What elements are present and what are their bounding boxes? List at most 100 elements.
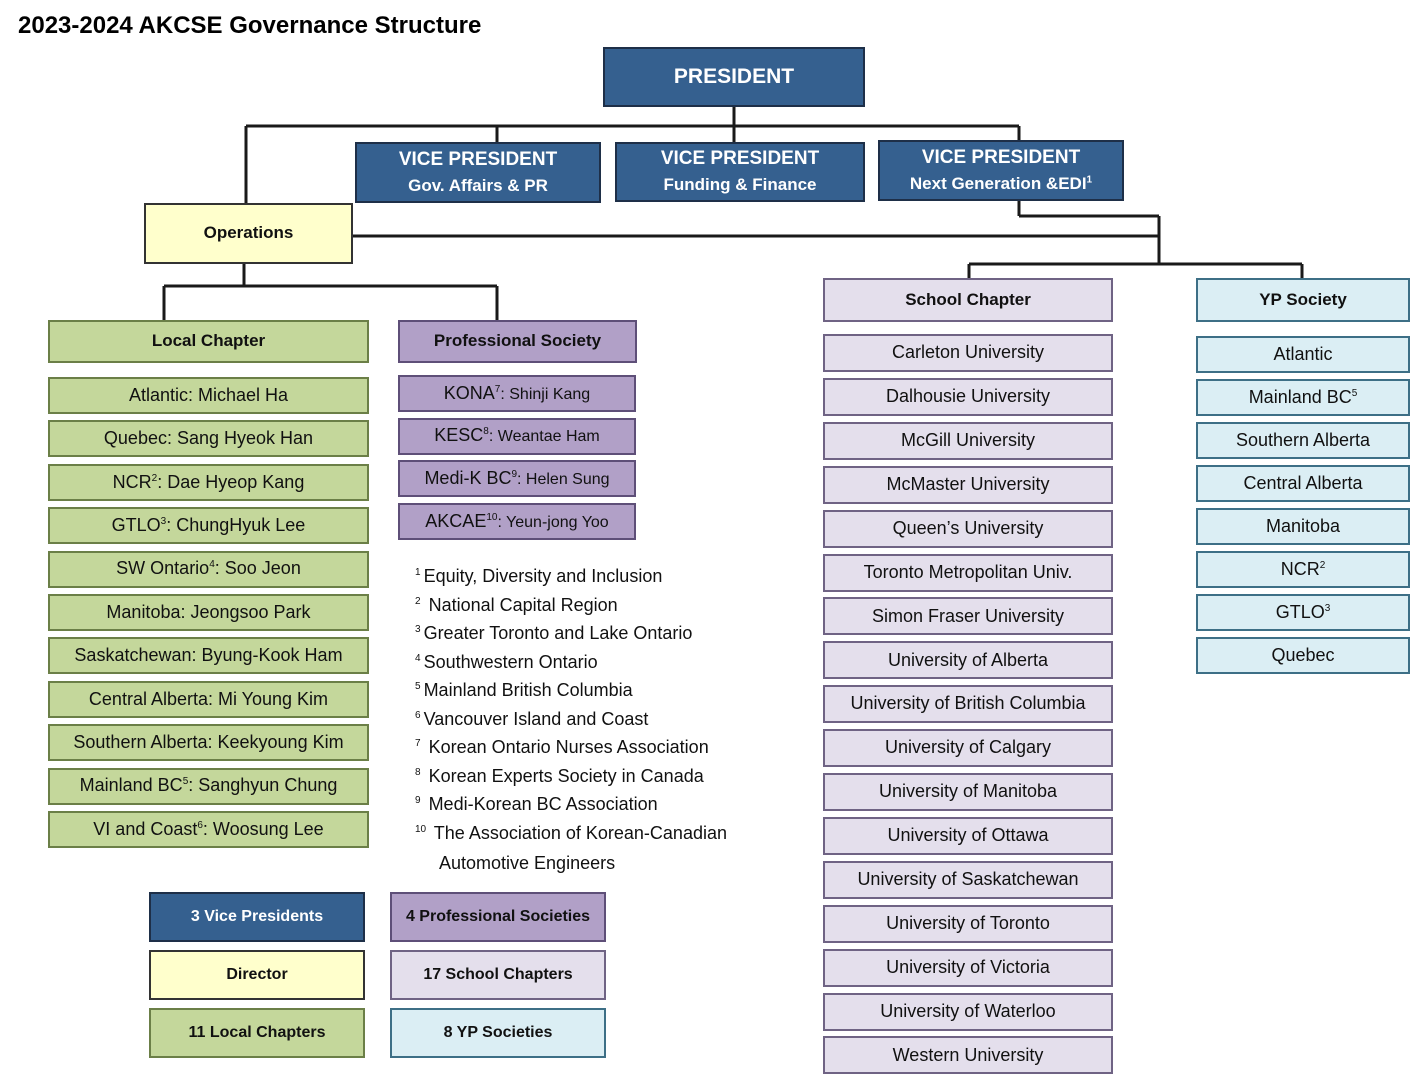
legend-item: 3 Vice Presidents (149, 892, 365, 942)
vp-title: VICE PRESIDENT (921, 146, 1081, 168)
school-chapter-item: University of Saskatchewan (823, 860, 1113, 899)
vp-gov-affairs-box: VICE PRESIDENT Gov. Affairs & PR (355, 142, 601, 203)
yp-society-name: Manitoba (1265, 515, 1341, 536)
society-name: KESC (434, 425, 484, 446)
chapter-name: VI and Coast (93, 818, 198, 839)
school-chapter-item: University of Ottawa (823, 816, 1113, 855)
legend-label: 3 Vice Presidents (190, 908, 324, 926)
legend-item: 8 YP Societies (390, 1008, 606, 1058)
vp-next-generation-box: VICE PRESIDENT Next Generation &EDI1 (878, 140, 1124, 201)
local-chapter-item: Saskatchewan: Byung-Kook Ham (48, 637, 369, 675)
chapter-name: Atlantic: Michael Ha (128, 384, 289, 405)
society-rep: : Weantae Ham (488, 428, 600, 446)
local-chapter-text: Quebec: Sang Hyeok Han (104, 428, 313, 450)
footnote-text: The Association of Korean-Canadian (429, 822, 727, 843)
professional-society-text: Medi-K BC9: Helen Sung (424, 468, 609, 490)
local-chapter-item: Mainland BC5: Sanghyun Chung (48, 767, 369, 805)
professional-society-title: Professional Society (433, 331, 602, 351)
school-name: University of Victoria (886, 956, 1050, 977)
local-chapter-item: Manitoba: Jeongsoo Park (48, 594, 369, 631)
footnote-ref: 10 (486, 511, 498, 523)
school-name: Simon Fraser University (871, 605, 1065, 626)
footnote-text: Korean Ontario Nurses Association (423, 737, 709, 757)
legend-label: 11 Local Chapters (188, 1024, 326, 1042)
school-name: University of Toronto (886, 912, 1050, 933)
school-name: Dalhousie University (885, 386, 1051, 407)
yp-society-header: YP Society (1196, 278, 1410, 322)
footnote-number: 5 (415, 681, 421, 692)
school-chapter-title: School Chapter (905, 289, 1031, 309)
society-name: KONA (443, 382, 495, 403)
professional-society-item: AKCAE10: Yeun-jong Yoo (398, 503, 636, 541)
vp-title: VICE PRESIDENT (660, 148, 820, 170)
local-chapter-item: VI and Coast6: Woosung Lee (48, 811, 369, 848)
school-name: University of Calgary (884, 737, 1052, 758)
local-chapter-item: GTLO3: ChungHyuk Lee (48, 507, 369, 545)
yp-society-text: Quebec (1271, 645, 1334, 667)
local-chapter-item: Central Alberta: Mi Young Kim (48, 680, 369, 718)
footnote-text: Mainland British Columbia (423, 680, 633, 700)
footnote-text: Equity, Diversity and Inclusion (423, 566, 663, 586)
professional-society-item: KESC8: Weantae Ham (398, 417, 636, 455)
vp-funding-box: VICE PRESIDENT Funding & Finance (615, 142, 865, 202)
school-chapter-item: University of British Columbia (823, 685, 1113, 724)
school-name: University of Manitoba (878, 781, 1058, 802)
professional-society-header: Professional Society (398, 320, 637, 363)
local-chapter-text: GTLO3: ChungHyuk Lee (112, 515, 306, 537)
school-name: McGill University (900, 430, 1035, 450)
professional-society-text: KESC8: Weantae Ham (434, 425, 599, 447)
school-chapter-item: Carleton University (823, 334, 1113, 372)
school-name: Carleton University (891, 342, 1045, 363)
yp-society-name: Mainland BC (1248, 386, 1352, 407)
yp-society-name: Central Alberta (1243, 472, 1363, 493)
yp-society-name: GTLO (1275, 601, 1325, 622)
local-chapter-text: Manitoba: Jeongsoo Park (106, 602, 310, 624)
local-chapter-text: VI and Coast6: Woosung Lee (93, 819, 323, 841)
local-chapter-text: Mainland BC5: Sanghyun Chung (80, 775, 338, 797)
society-rep: : Yeun-jong Yoo (497, 513, 609, 531)
school-name: University of Saskatchewan (857, 869, 1079, 889)
footnote-ref: 4 (209, 559, 215, 571)
chapter-name: Quebec: Sang Hyeok Han (103, 428, 314, 449)
footnote-ref: 5 (1351, 387, 1358, 399)
footnote-ref: 9 (511, 469, 518, 481)
local-chapter-item: NCR2: Dae Hyeop Kang (48, 463, 369, 501)
yp-society-title: YP Society (1259, 289, 1347, 309)
school-chapter-item: Queen’s University (823, 509, 1113, 548)
school-chapter-item: McMaster University (823, 465, 1113, 504)
footnote-ref: 3 (1324, 602, 1331, 614)
school-chapter-item: University of Calgary (823, 729, 1113, 768)
footnote-number: 2 (415, 595, 421, 607)
local-chapter-text: Saskatchewan: Byung-Kook Ham (74, 645, 342, 667)
yp-society-text: Southern Alberta (1236, 430, 1370, 452)
footnote-text: National Capital Region (423, 594, 618, 615)
yp-society-item: Mainland BC5 (1196, 379, 1410, 416)
legend-item: 11 Local Chapters (149, 1008, 365, 1058)
legend-item: Director (149, 950, 365, 1000)
footnote-number: 8 (415, 766, 421, 778)
professional-society-text: KONA7: Shinji Kang (444, 383, 590, 405)
president-box: PRESIDENT (603, 47, 865, 107)
yp-society-name: Atlantic (1273, 343, 1333, 364)
legend-label: 17 School Chapters (423, 966, 573, 984)
vp-portfolio: Funding & Finance (663, 175, 817, 195)
school-chapter-item: University of Waterloo (823, 992, 1113, 1031)
yp-society-item: Quebec (1196, 637, 1410, 674)
school-name: University of Waterloo (880, 1000, 1056, 1021)
yp-society-name: Southern Alberta (1235, 429, 1371, 450)
yp-society-item: Atlantic (1196, 336, 1410, 373)
yp-society-name: NCR (1280, 558, 1320, 579)
president-label: PRESIDENT (673, 65, 795, 89)
yp-society-item: Manitoba (1196, 508, 1410, 545)
chapter-rep: : Sanghyun Chung (188, 775, 338, 796)
yp-society-item: NCR2 (1196, 551, 1410, 588)
school-name: Western University (892, 1044, 1044, 1065)
school-name: McMaster University (886, 473, 1050, 494)
yp-society-text: Central Alberta (1243, 473, 1362, 495)
operations-box: Operations (144, 203, 353, 264)
footnote: 8 Korean Experts Society in Canada (415, 766, 704, 787)
local-chapter-text: SW Ontario4: Soo Jeon (116, 558, 301, 580)
